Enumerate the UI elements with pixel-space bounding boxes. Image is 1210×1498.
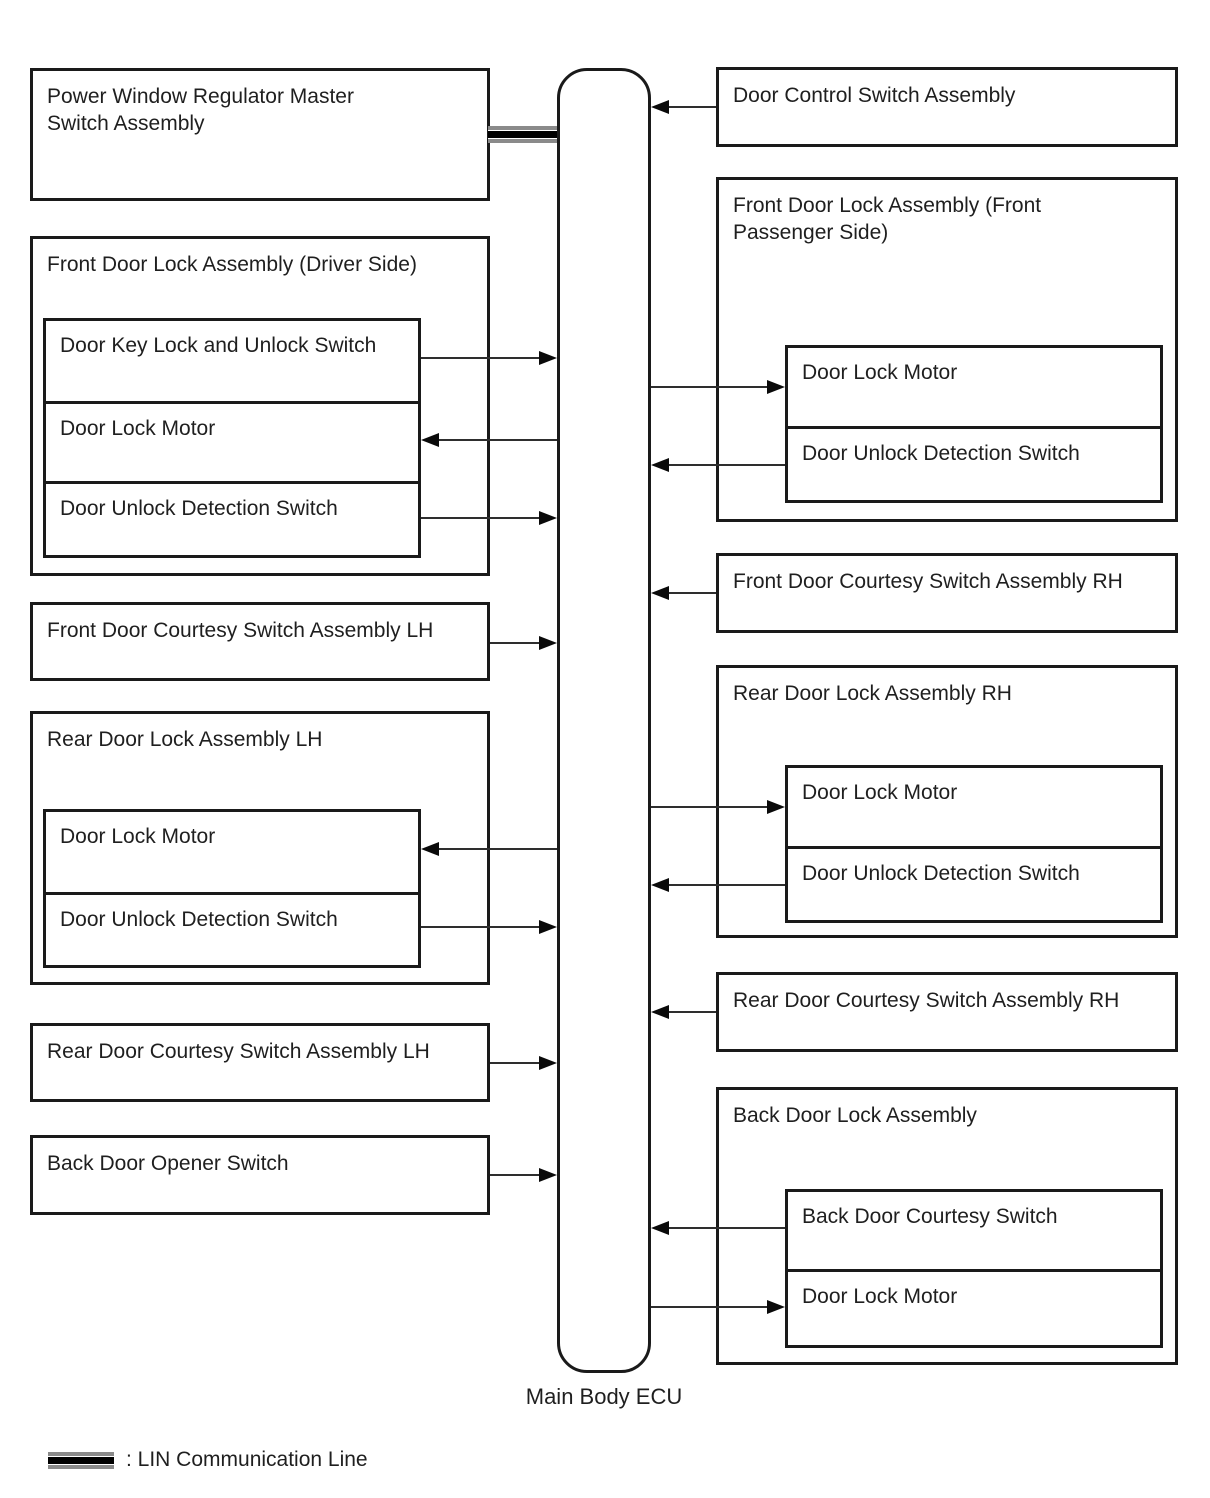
component-label: Door Lock Motor — [788, 1269, 1160, 1345]
box-title: Rear Door Courtesy Switch Assembly RH — [733, 989, 1120, 1012]
arrowhead-right-icon — [539, 351, 557, 365]
component-label: Door Unlock Detection Switch — [788, 846, 1160, 920]
arrowhead-left-icon — [651, 100, 669, 114]
back-door-lock-components: Back Door Courtesy Switch Door Lock Moto… — [785, 1189, 1163, 1348]
arrowhead-left-icon — [421, 433, 439, 447]
box-title: Front Door Lock Assembly (Front Passenge… — [733, 194, 1042, 245]
component-label: Back Door Courtesy Switch — [802, 1205, 1058, 1228]
arrowhead-right-icon — [539, 511, 557, 525]
front-door-lock-driver-components: Door Key Lock and Unlock Switch Door Loc… — [43, 318, 421, 558]
arrowhead-right-icon — [539, 920, 557, 934]
door-control-switch-assembly-box: Door Control Switch Assembly — [716, 67, 1178, 147]
front-door-courtesy-switch-rh-box: Front Door Courtesy Switch Assembly RH — [716, 553, 1178, 633]
component-label: Door Unlock Detection Switch — [788, 426, 1160, 500]
rear-door-courtesy-switch-lh-box: Rear Door Courtesy Switch Assembly LH — [30, 1023, 490, 1102]
arrowhead-right-icon — [767, 1300, 785, 1314]
front-door-courtesy-switch-lh-box: Front Door Courtesy Switch Assembly LH — [30, 602, 490, 681]
arrowhead-left-icon — [651, 586, 669, 600]
box-title: Back Door Lock Assembly — [733, 1104, 977, 1127]
arrowhead-right-icon — [539, 1056, 557, 1070]
rear-door-lock-rh-components: Door Lock Motor Door Unlock Detection Sw… — [785, 765, 1163, 923]
component-label: Door Unlock Detection Switch — [46, 892, 418, 965]
arrowhead-left-icon — [651, 878, 669, 892]
arrowhead-left-icon — [651, 458, 669, 472]
lin-line-legend-label: : LIN Communication Line — [126, 1448, 368, 1471]
component-label: Door Unlock Detection Switch — [46, 481, 418, 555]
box-title: Front Door Lock Assembly (Driver Side) — [47, 253, 417, 276]
box-title: Rear Door Lock Assembly RH — [733, 682, 1012, 705]
main-body-ecu-box — [557, 68, 651, 1373]
arrowhead-left-icon — [651, 1221, 669, 1235]
arrowhead-left-icon — [651, 1005, 669, 1019]
component-label: Door Key Lock and Unlock Switch — [60, 334, 377, 357]
box-title: Rear Door Courtesy Switch Assembly LH — [47, 1040, 430, 1063]
box-title: Power Window Regulator Master Switch Ass… — [47, 85, 354, 136]
component-label: Door Lock Motor — [802, 361, 958, 384]
box-title: Front Door Courtesy Switch Assembly LH — [47, 619, 434, 642]
arrowhead-right-icon — [767, 800, 785, 814]
component-label: Door Lock Motor — [802, 781, 958, 804]
box-title: Front Door Courtesy Switch Assembly RH — [733, 570, 1123, 593]
arrowhead-left-icon — [421, 842, 439, 856]
power-window-regulator-master-switch-box: Power Window Regulator Master Switch Ass… — [30, 68, 490, 201]
back-door-opener-switch-box: Back Door Opener Switch — [30, 1135, 490, 1215]
front-door-lock-passenger-components: Door Lock Motor Door Unlock Detection Sw… — [785, 345, 1163, 503]
component-label: Door Lock Motor — [46, 401, 418, 481]
arrowhead-right-icon — [539, 636, 557, 650]
lin-communication-line — [488, 126, 557, 143]
arrowhead-right-icon — [539, 1168, 557, 1182]
component-label: Door Lock Motor — [60, 825, 216, 848]
rear-door-lock-lh-components: Door Lock Motor Door Unlock Detection Sw… — [43, 809, 421, 968]
lin-line-legend-swatch — [48, 1452, 114, 1469]
box-title: Back Door Opener Switch — [47, 1152, 289, 1175]
arrowhead-right-icon — [767, 380, 785, 394]
box-title: Door Control Switch Assembly — [733, 84, 1016, 107]
rear-door-courtesy-switch-rh-box: Rear Door Courtesy Switch Assembly RH — [716, 972, 1178, 1052]
main-body-ecu-label: Main Body ECU — [525, 1384, 683, 1409]
box-title: Rear Door Lock Assembly LH — [47, 728, 323, 751]
